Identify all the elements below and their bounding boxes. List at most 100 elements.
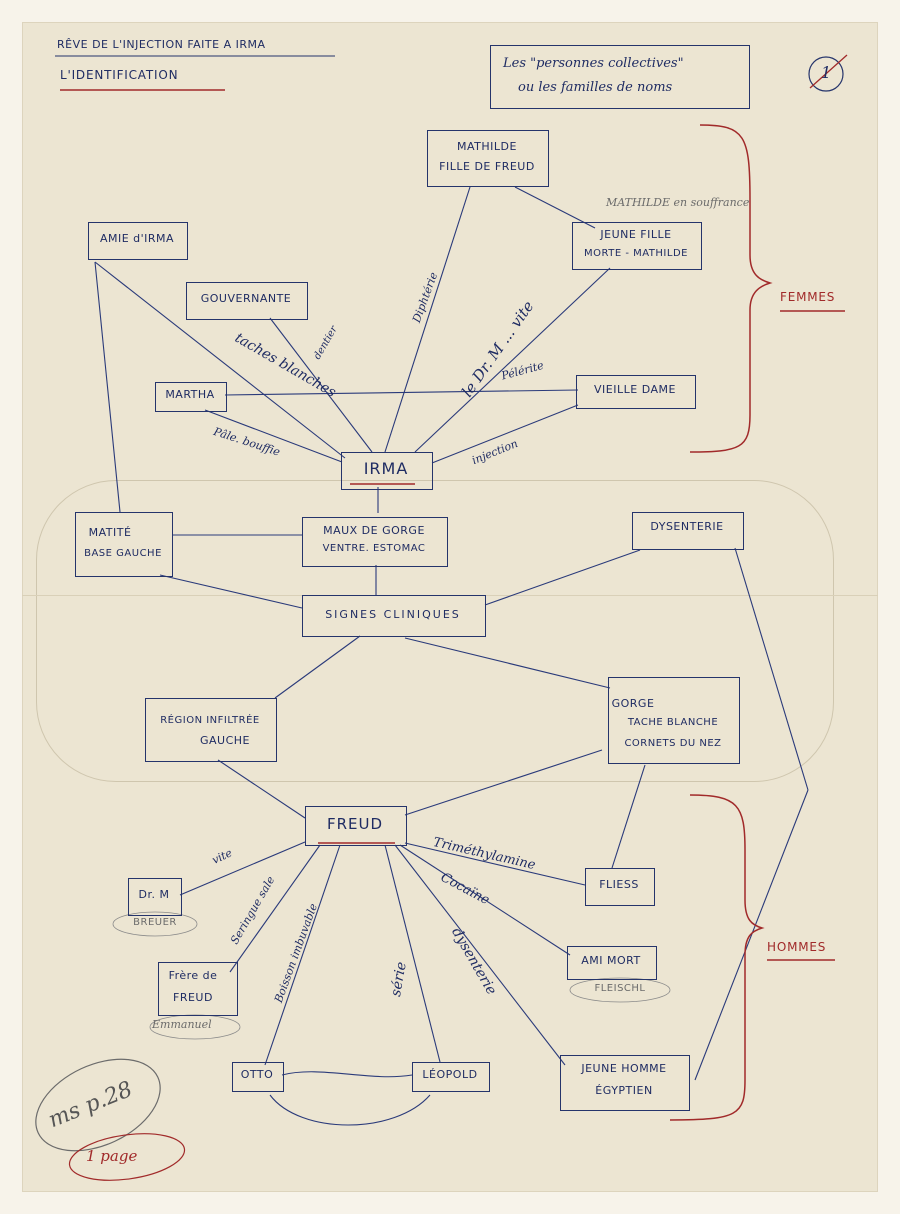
fleischl-oval [569, 977, 671, 1003]
pages-oval [68, 1133, 186, 1181]
bracket-femmes [689, 124, 773, 453]
node-amie-irma [88, 222, 188, 260]
call-number-oval [35, 1058, 161, 1152]
node-freud-label: FREUD [326, 815, 384, 833]
edge-freud-egyptien [394, 844, 566, 1066]
node-vieille-dame-label: VIEILLE DAME [594, 383, 676, 396]
node-freud [305, 806, 407, 846]
breuer-oval [112, 911, 198, 937]
edge-mathilde-irma [384, 186, 471, 453]
edge-gouvernante-irma [269, 317, 373, 453]
edge-region-signes [274, 635, 361, 699]
node-ami-mort [567, 946, 657, 980]
edge-freud-frere [229, 844, 321, 973]
edge-amie-matite [94, 261, 121, 513]
node-signes-cliniques-label: SIGNES CLINIQUES [325, 608, 461, 621]
edge-dysenterie-signes [484, 549, 641, 606]
edge-otto-leopold [281, 1071, 413, 1078]
node-leopold-label: LÉOPOLD [422, 1068, 478, 1081]
node-jeune-fille-pencil-note: MATHILDE en souffrance [606, 196, 750, 209]
node-frere [158, 962, 238, 1016]
edge-freud-gorge [404, 749, 603, 816]
node-frere-line2: FREUD [173, 991, 213, 1004]
edge-otto-leopold-arc [269, 1094, 431, 1126]
page-number-strike [809, 54, 848, 89]
edge-egyptien-dysenterie [694, 789, 809, 1081]
node-dr-m-label: Dr. M [138, 888, 170, 901]
node-jeune-homme [560, 1055, 690, 1111]
node-maux-line1: MAUX DE GORGE [323, 524, 425, 537]
node-breuer-label: BREUER [133, 917, 177, 928]
edge-jeunefille-irma [414, 267, 611, 453]
archive-pages: 1 page [86, 1147, 138, 1165]
node-maux-line2: VENTRE. ESTOMAC [322, 543, 426, 554]
node-matite [75, 512, 173, 577]
node-gorge-line3: CORNETS DU NEZ [624, 738, 722, 749]
node-martha [155, 382, 227, 412]
node-mathilde [427, 130, 549, 187]
node-matite-line1: MATITÉ [88, 526, 132, 539]
node-matite-line2: BASE GAUCHE [84, 548, 162, 559]
edge-freud-fliess [404, 842, 586, 886]
node-leopold [412, 1062, 490, 1092]
node-emmanuel-label: Emmanuel [152, 1018, 212, 1031]
edge-dysenterie-egyptien [734, 547, 809, 791]
edge-mathilde-jeunefille [514, 186, 596, 229]
edge-freud-drm [179, 841, 306, 896]
node-frere-line1: Frère de [168, 969, 218, 982]
node-vieille-dame [576, 375, 696, 409]
edge-matite-signes [159, 574, 303, 609]
node-jeune-fille-line1: JEUNE FILLE [600, 228, 672, 241]
node-jeune-homme-line2: ÉGYPTIEN [595, 1084, 653, 1097]
group-label-hommes: HOMMES [767, 940, 827, 954]
node-fleischl-label: FLEISCHL [594, 983, 646, 994]
edge-martha-irma [204, 409, 343, 463]
node-ami-mort-label: AMI MORT [581, 954, 641, 967]
node-mathilde-line1: MATHILDE [457, 140, 517, 153]
diagram-title: RÊVE DE L'INJECTION FAITE A IRMA [57, 38, 266, 51]
node-gouvernante-label: GOUVERNANTE [200, 292, 292, 305]
edge-martha-vieille [224, 389, 579, 396]
edge-freud-leopold [384, 844, 441, 1063]
edge-freud-amimort [399, 844, 571, 956]
node-jeune-fille [572, 222, 702, 270]
node-fliess [585, 868, 655, 906]
edge-gorge-signes [404, 637, 611, 689]
node-dr-m [128, 878, 182, 916]
node-amie-irma-label: AMIE d'IRMA [99, 232, 175, 245]
node-martha-label: MARTHA [165, 388, 215, 401]
node-region-line1: RÉGION INFILTRÉE [160, 715, 260, 726]
node-dysenterie-label: DYSENTERIE [650, 520, 724, 533]
bracket-hommes [669, 794, 765, 1121]
pencil-outline [36, 480, 834, 782]
diagram-subtitle: L'IDENTIFICATION [60, 68, 179, 82]
node-irma [341, 452, 433, 490]
node-dysenterie [632, 512, 744, 550]
node-maux [302, 517, 448, 567]
edge-amie-irma [94, 261, 346, 459]
note-line-2: ou les familles de noms [518, 80, 673, 95]
edge-freud-region [217, 759, 306, 819]
node-otto [232, 1062, 284, 1092]
node-mathilde-line2: FILLE DE FREUD [439, 160, 535, 173]
node-otto-label: OTTO [240, 1068, 274, 1081]
group-label-femmes: FEMMES [780, 290, 836, 304]
node-gorge-line1: GORGE [611, 697, 655, 710]
node-gouvernante [186, 282, 308, 320]
node-jeune-homme-line1: JEUNE HOMME [581, 1062, 667, 1075]
node-signes-cliniques [302, 595, 486, 637]
paper-sheet [22, 22, 878, 1192]
node-jeune-fille-line2: MORTE - MATHILDE [584, 248, 688, 259]
node-fliess-label: FLIESS [599, 878, 639, 891]
page-number: 1 [821, 63, 832, 82]
note-box [490, 45, 750, 109]
node-gorge [608, 677, 740, 764]
edge-fliess-gorge [611, 764, 646, 869]
edge-vieille-irma [431, 404, 579, 464]
note-line-1: Les "personnes collectives" [503, 56, 684, 71]
edge-freud-otto [264, 844, 341, 1066]
node-irma-label: IRMA [363, 459, 409, 478]
node-gorge-line2: TACHE BLANCHE [627, 717, 719, 728]
